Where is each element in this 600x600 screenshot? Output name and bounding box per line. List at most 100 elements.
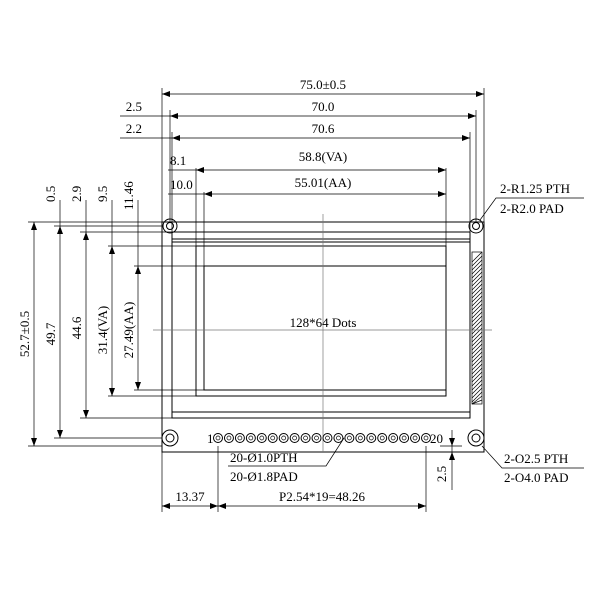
- hatch-line: [471, 391, 483, 403]
- pin-hole: [401, 435, 407, 441]
- hatch-line: [471, 351, 483, 363]
- hatch-line: [471, 379, 483, 391]
- extension-lines: [28, 88, 485, 512]
- pin-spec-2: 20-Ø1.8PAD: [230, 469, 298, 484]
- hatch-line: [471, 315, 483, 327]
- pin-hole: [270, 435, 276, 441]
- pin-pitch-label: P2.54*19=48.26: [279, 489, 366, 504]
- aa-height-label: 27.49(AA): [121, 302, 136, 359]
- hatch-line: [471, 303, 483, 315]
- hatch-line: [471, 399, 483, 405]
- top-9-5-label: 9.5: [95, 186, 110, 202]
- hatch-line: [471, 395, 483, 405]
- hatch-line: [471, 271, 483, 283]
- hatch-line: [471, 251, 483, 263]
- pin-last-label: 20: [430, 431, 443, 446]
- pin-pad: [234, 433, 245, 443]
- aa-outline: [203, 265, 447, 391]
- pin-hole: [379, 435, 385, 441]
- pin-pad: [377, 433, 388, 443]
- pin-pad: [355, 433, 366, 443]
- bottom-right-hole: [467, 429, 485, 447]
- horizontal-dimensions: [120, 91, 484, 509]
- pin-hole: [259, 435, 265, 441]
- top-hole-spec-1: 2-R1.25 PTH: [500, 181, 570, 196]
- glass-height-label: 44.6: [69, 316, 84, 339]
- pin-hole: [303, 435, 308, 441]
- top-2-9-label: 2.9: [69, 186, 84, 202]
- hole-height-label: 49.7: [43, 322, 58, 345]
- top-hole-spec-2: 2-R2.0 PAD: [500, 201, 564, 216]
- pin-pad: [278, 433, 289, 443]
- hatch-line: [471, 343, 483, 355]
- pin-spec-1: 20-Ø1.0PTH: [230, 450, 298, 465]
- vertical-dimensions: [31, 200, 455, 490]
- pin-hole: [215, 435, 221, 441]
- hatch-line: [471, 363, 483, 375]
- hatch-line: [471, 291, 483, 303]
- overall-height-label: 52.7±0.5: [17, 311, 32, 357]
- top-11-46-label: 11.46: [121, 181, 136, 210]
- hatch-line: [471, 311, 483, 323]
- hatch-line: [471, 331, 483, 343]
- hatch-line: [471, 323, 483, 335]
- hatch-line: [471, 355, 483, 367]
- hatch-line: [471, 371, 483, 383]
- pin-hole: [325, 435, 330, 441]
- pin-hole: [368, 435, 374, 441]
- pin-hole: [423, 435, 429, 441]
- bottom-hole-spec-1: 2-O2.5 PTH: [504, 451, 568, 466]
- pin-pad: [300, 433, 311, 443]
- pin-pad: [322, 433, 333, 443]
- pin-hole: [237, 435, 243, 441]
- pin-pad: [267, 433, 278, 443]
- hatch-line: [471, 287, 483, 299]
- pin-hole: [314, 435, 319, 441]
- hatch-line: [471, 263, 483, 275]
- glass-width-label: 70.6: [312, 121, 335, 136]
- aa-width-label: 55.01(AA): [295, 175, 352, 190]
- pin-pad: [344, 433, 355, 443]
- pin-hole: [357, 435, 363, 441]
- pin-pad: [256, 433, 267, 443]
- hatch-line: [471, 367, 483, 379]
- hatch-line: [471, 339, 483, 351]
- pin-hole: [226, 435, 232, 441]
- hatch-line: [471, 279, 483, 291]
- hatch-line: [471, 299, 483, 311]
- pin-pad: [223, 433, 234, 443]
- hatch-line: [471, 383, 483, 395]
- hatch-line: [471, 259, 483, 271]
- pin-hole: [336, 435, 341, 441]
- glass-outline: [171, 231, 471, 419]
- bottom-hole-spec-2: 2-O4.0 PAD: [504, 470, 569, 485]
- hatch-line: [471, 307, 483, 319]
- hatch-line: [471, 387, 483, 399]
- pin-offset-label: 13.37: [175, 489, 205, 504]
- leader-lines: [228, 197, 584, 469]
- pin-hole: [347, 435, 352, 441]
- hatch-line: [471, 359, 483, 371]
- pin-hole: [412, 435, 418, 441]
- left-glass-offset-label: 2.2: [126, 121, 142, 136]
- left-aa-offset-label: 10.0: [170, 177, 193, 192]
- pin-hole: [390, 435, 396, 441]
- pin-pad: [399, 433, 410, 443]
- pin-hole: [248, 435, 254, 441]
- resolution-label: 128*64 Dots: [290, 315, 357, 330]
- pin-pad: [421, 433, 431, 443]
- pin-pad: [213, 433, 223, 443]
- left-hole-offset-label: 2.5: [126, 99, 142, 114]
- hatch-line: [471, 267, 483, 279]
- va-height-label: 31.4(VA): [95, 306, 110, 355]
- hatch-line: [471, 319, 483, 331]
- bottom-left-hole: [161, 429, 179, 447]
- pin-pad: [388, 433, 399, 443]
- pin-hole: [281, 435, 287, 441]
- top-0-5-label: 0.5: [43, 186, 58, 202]
- pin-first-label: 1: [207, 431, 214, 446]
- hatch-line: [471, 347, 483, 359]
- hatch-line: [471, 255, 483, 267]
- hatch-line: [471, 327, 483, 339]
